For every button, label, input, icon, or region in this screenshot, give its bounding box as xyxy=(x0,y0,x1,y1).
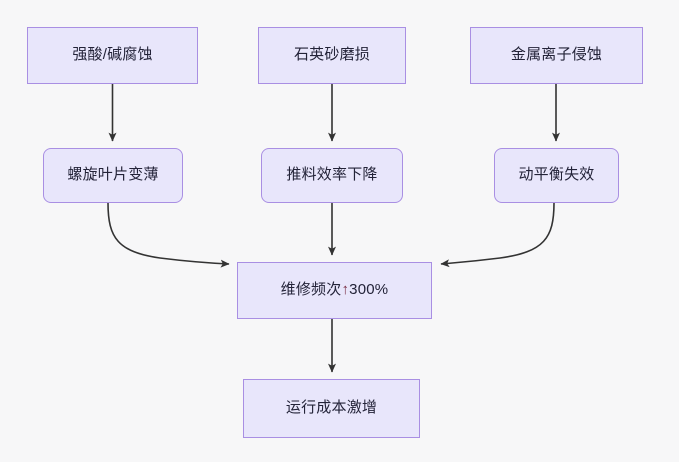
node-label: 运行成本激增 xyxy=(285,399,378,417)
up-arrow-icon: ↑ xyxy=(341,281,350,299)
node-label: 螺旋叶片变薄 xyxy=(67,166,159,184)
node-dynamic-balance-failure[interactable]: 动平衡失效 xyxy=(494,148,619,203)
node-operating-cost-surge[interactable]: 运行成本激增 xyxy=(243,379,420,438)
node-metal-ion-erosion[interactable]: 金属离子侵蚀 xyxy=(470,27,643,84)
node-label: 强酸/碱腐蚀 xyxy=(72,46,153,64)
node-label-composite: 维修频次↑300% xyxy=(281,281,389,300)
repair-label-prefix: 维修频次 xyxy=(280,281,342,299)
node-label: 石英砂磨损 xyxy=(293,46,370,64)
node-feed-efficiency-drop[interactable]: 推料效率下降 xyxy=(261,148,403,203)
node-label: 动平衡失效 xyxy=(518,166,595,184)
edge-blade-to-repair xyxy=(107,202,230,268)
node-repair-frequency[interactable]: 维修频次↑300% xyxy=(237,262,432,319)
repair-label-value: 300% xyxy=(349,281,389,299)
node-blade-thinning[interactable]: 螺旋叶片变薄 xyxy=(43,148,183,203)
node-label: 金属离子侵蚀 xyxy=(510,46,603,64)
node-acid-corrosion[interactable]: 强酸/碱腐蚀 xyxy=(27,27,198,84)
node-label: 推料效率下降 xyxy=(286,166,378,184)
edge-balance-to-repair xyxy=(440,202,555,268)
node-quartz-sand-wear[interactable]: 石英砂磨损 xyxy=(258,27,406,84)
